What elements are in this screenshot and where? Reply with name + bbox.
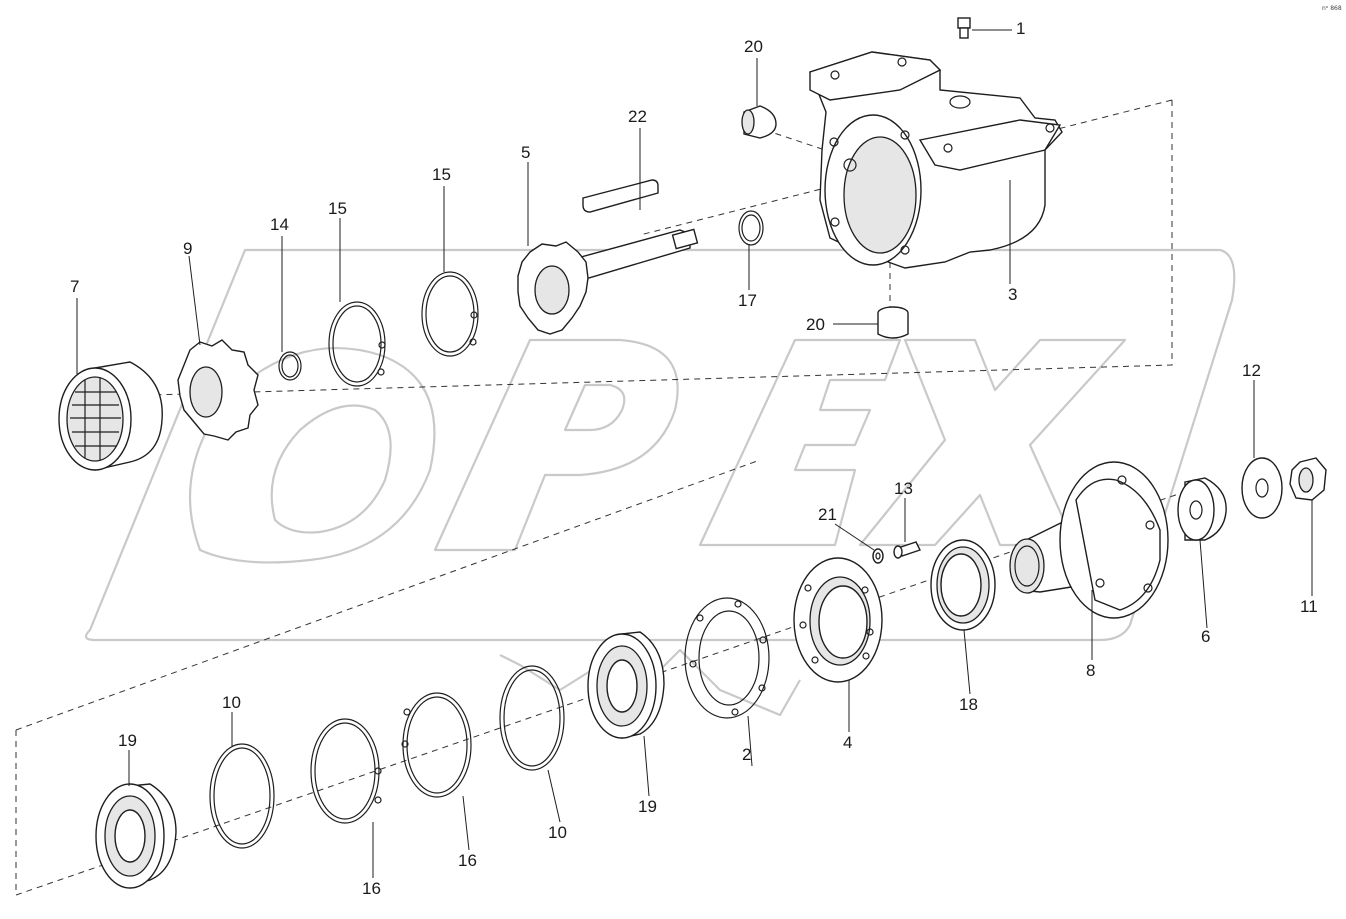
callout-19-right: 19 bbox=[638, 797, 657, 816]
washer-12 bbox=[1241, 457, 1283, 519]
nut-11 bbox=[1289, 457, 1327, 501]
needle-bearing-7 bbox=[58, 361, 163, 471]
corner-text: nᵒ 868 bbox=[1322, 5, 1342, 12]
callout-7: 7 bbox=[70, 277, 79, 296]
callout-1: 1 bbox=[1016, 19, 1025, 38]
circlip-15b bbox=[421, 271, 479, 357]
callout-11: 11 bbox=[1300, 597, 1318, 616]
callout-13: 13 bbox=[894, 479, 913, 498]
callout-4: 4 bbox=[843, 733, 852, 752]
circlip-16a bbox=[310, 718, 382, 824]
callout-21: 21 bbox=[818, 505, 837, 524]
callout-5: 5 bbox=[521, 143, 530, 162]
flange-hub-8 bbox=[1009, 461, 1169, 619]
leader-lines bbox=[76, 29, 1313, 878]
callout-20-top: 20 bbox=[744, 37, 763, 56]
callout-8: 8 bbox=[1086, 661, 1095, 680]
gear-9 bbox=[177, 339, 259, 441]
callout-20-bottom: 20 bbox=[806, 315, 825, 334]
callout-16-left: 16 bbox=[362, 879, 381, 898]
callout-10-middle: 10 bbox=[548, 823, 567, 842]
callout-9: 9 bbox=[183, 239, 192, 258]
opex-watermark bbox=[84, 248, 1236, 717]
housing-3 bbox=[809, 51, 1063, 269]
callout-18: 18 bbox=[959, 695, 978, 714]
bolt-13 bbox=[893, 541, 921, 559]
callout-15-right: 15 bbox=[432, 165, 451, 184]
callout-labels: 1 2 3 4 5 6 7 8 9 10 10 11 12 13 14 15 1… bbox=[70, 19, 1318, 898]
callout-6: 6 bbox=[1201, 627, 1210, 646]
key-22 bbox=[582, 179, 659, 213]
callout-19-left: 19 bbox=[118, 731, 137, 750]
ring-10b bbox=[499, 665, 565, 771]
bushing-20b bbox=[877, 306, 909, 339]
ring-10a bbox=[209, 743, 275, 849]
seal-18 bbox=[930, 539, 996, 631]
callout-3: 3 bbox=[1008, 285, 1017, 304]
gasket-2 bbox=[684, 597, 770, 719]
washer-21 bbox=[872, 548, 884, 564]
callout-14: 14 bbox=[270, 215, 289, 234]
ball-bearing-19b bbox=[95, 783, 177, 889]
shaft-gear-5 bbox=[517, 228, 699, 335]
ball-bearing-19a bbox=[587, 631, 665, 739]
spacer-6 bbox=[1177, 477, 1227, 541]
callout-17: 17 bbox=[738, 291, 757, 310]
bearing-cover-4 bbox=[793, 557, 883, 683]
circlip-16b bbox=[401, 692, 472, 798]
callout-2: 2 bbox=[742, 745, 751, 764]
snap-ring-14 bbox=[278, 351, 302, 381]
bushing-20a bbox=[741, 105, 777, 139]
callout-10-left: 10 bbox=[222, 693, 241, 712]
o-ring-17 bbox=[738, 210, 764, 246]
callout-12: 12 bbox=[1242, 361, 1261, 380]
circlip-15a bbox=[328, 301, 386, 387]
callout-22: 22 bbox=[628, 107, 647, 126]
callout-16-right: 16 bbox=[458, 851, 477, 870]
grease-nipple-1 bbox=[957, 17, 971, 39]
callout-15-left: 15 bbox=[328, 199, 347, 218]
